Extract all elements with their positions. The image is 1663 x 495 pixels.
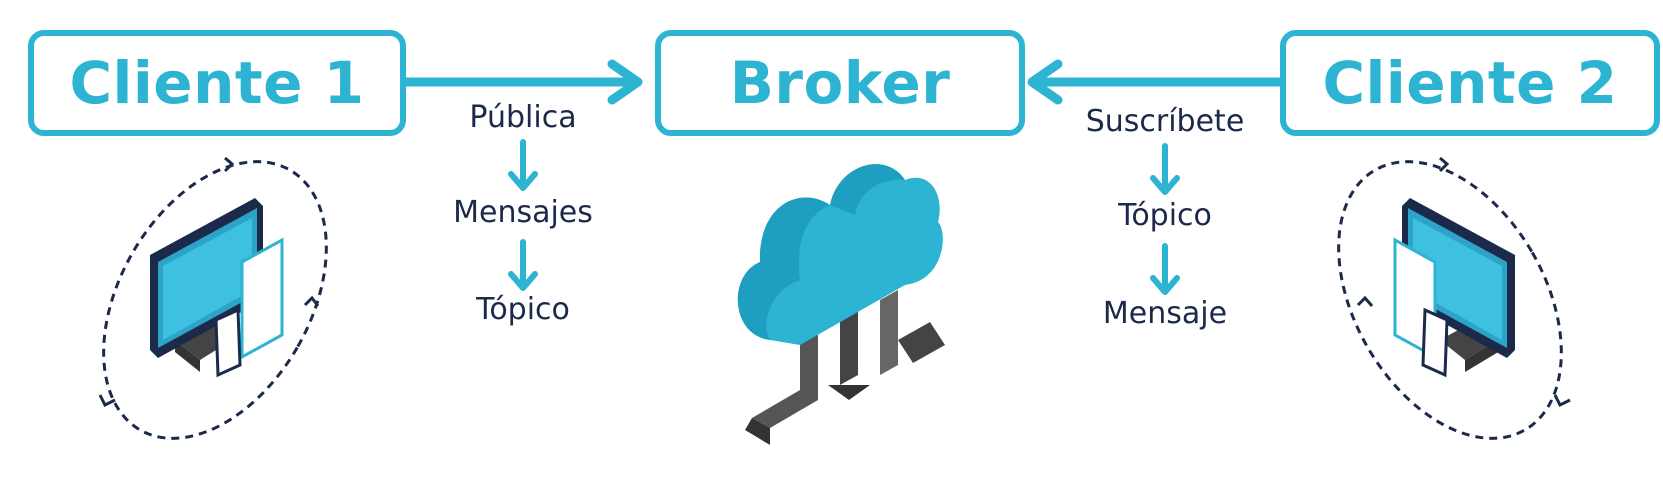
left-flow-arrow-down-2 [508,239,538,291]
broker-label: Broker [729,49,951,117]
client1-node: Cliente 1 [28,30,406,136]
sync-cycle-icon [102,160,328,440]
subscribe-arrow [1027,59,1285,105]
sync-cycle-icon [1337,160,1563,440]
left-flow-step-3: Tópico [476,292,570,327]
left-flow-arrow-down-1 [508,139,538,191]
client2-node: Cliente 2 [1280,30,1660,136]
client2-devices-icon [1337,156,1571,440]
client1-devices-icon [98,156,328,440]
branching-arrows-icon [745,290,945,445]
right-flow-step-2: Tópico [1118,198,1212,233]
broker-node: Broker [655,30,1025,136]
publish-arrow [400,59,643,105]
left-flow-step-1: Pública [469,100,577,135]
broker-cloud-icon [737,164,945,445]
right-flow-step-1: Suscríbete [1085,104,1245,139]
right-flow-step-3: Mensaje [1102,296,1228,331]
client2-label: Cliente 2 [1322,49,1618,117]
right-flow-arrow-down-2 [1150,243,1180,295]
left-flow-step-2: Mensajes [453,195,593,230]
client1-label: Cliente 1 [69,49,365,117]
right-flow-arrow-down-1 [1150,143,1180,195]
